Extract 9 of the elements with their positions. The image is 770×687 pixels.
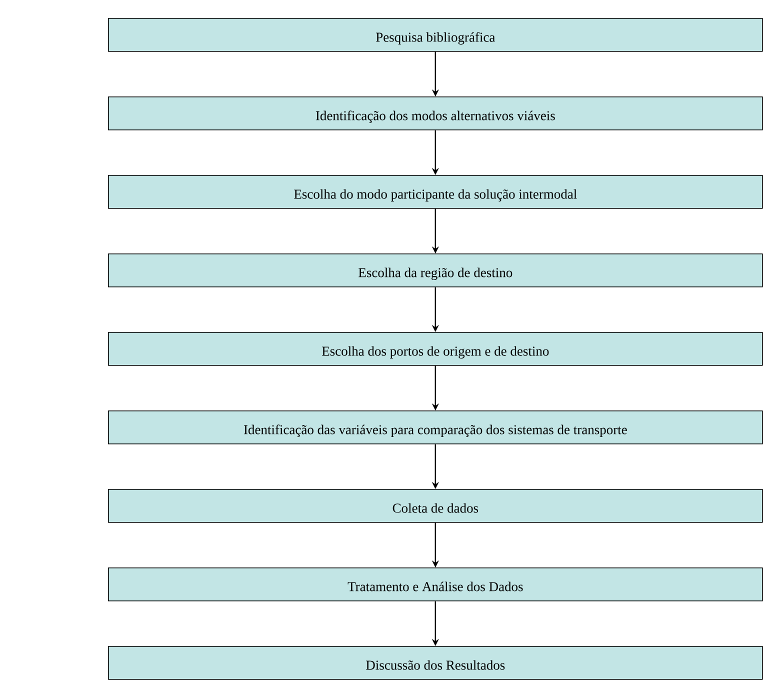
process-box: Identificação dos modos alternativos viáveis	[108, 96, 763, 130]
process-box: Escolha do modo participante da solução intermodal	[108, 175, 763, 209]
process-box: Identificação das variáveis para comparação dos sistemas de transporte	[108, 410, 763, 444]
process-box: Escolha dos portos de origem e de destino	[108, 332, 763, 366]
process-box: Discussão dos Resultados	[108, 646, 763, 680]
process-box: Escolha da região de destino	[108, 254, 763, 288]
process-box: Pesquisa bibliográfica	[108, 18, 763, 52]
process-box: Coleta de dados	[108, 489, 763, 523]
process-box: Tratamento e Análise dos Dados	[108, 568, 763, 602]
